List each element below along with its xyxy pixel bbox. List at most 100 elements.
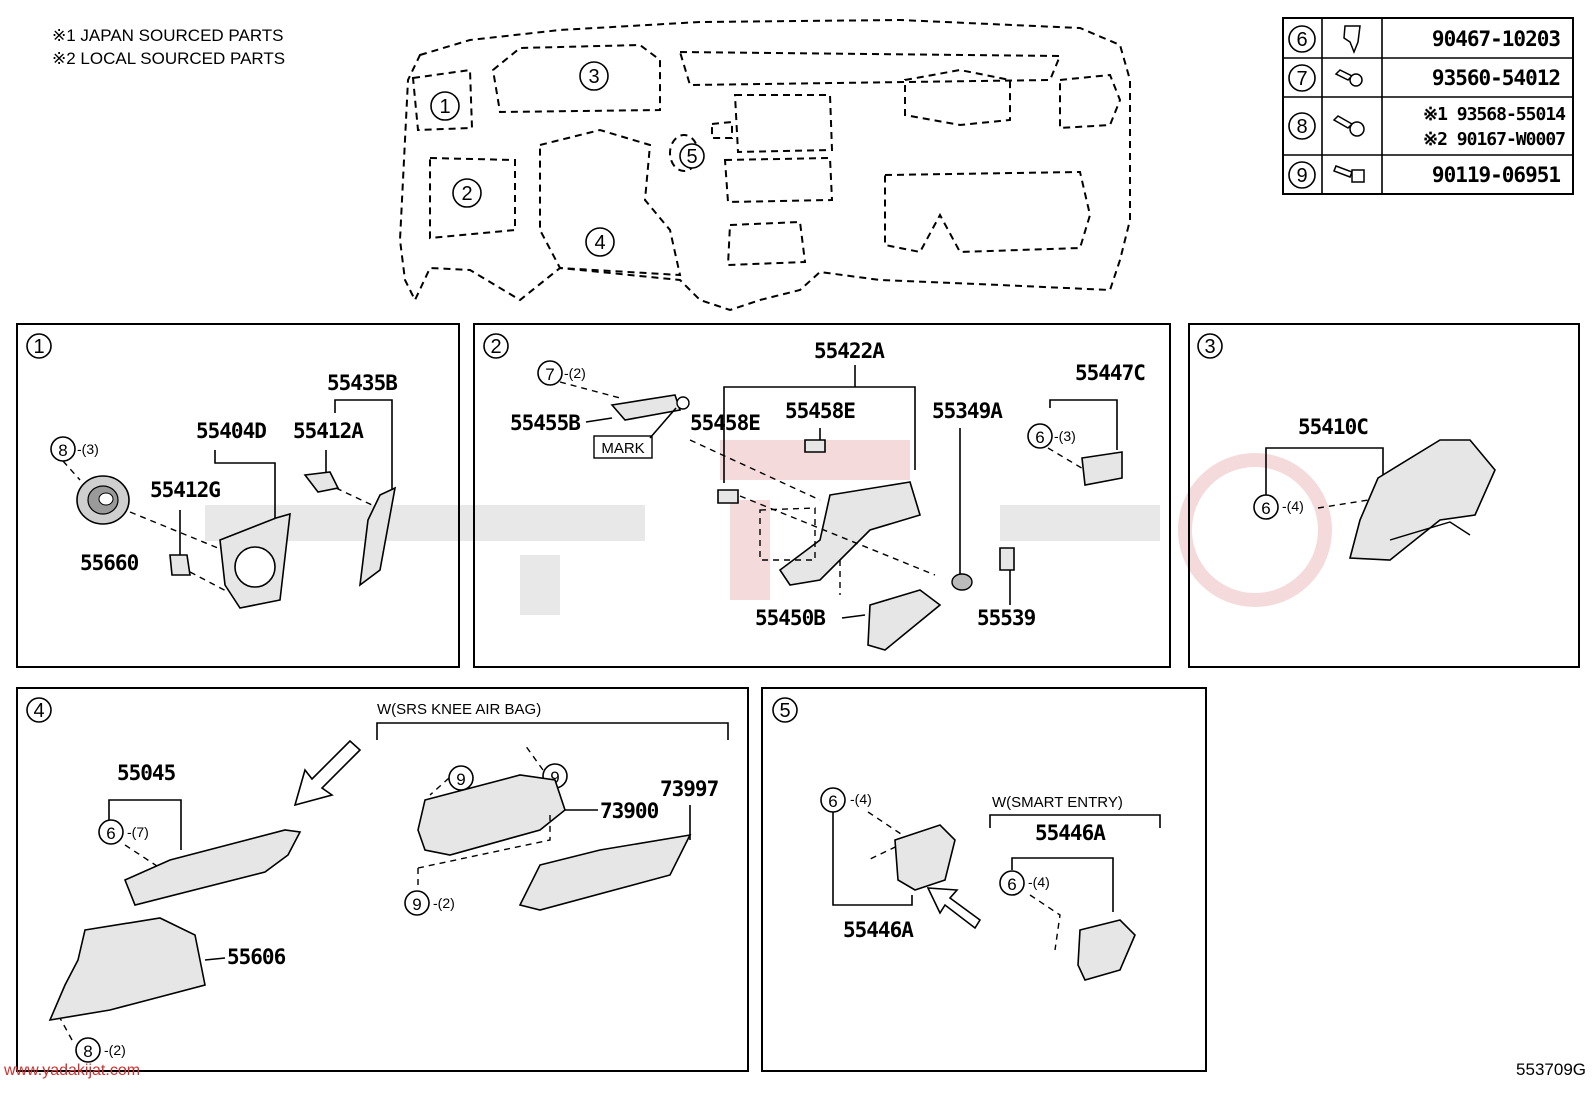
fastener-6-p2-qty: -(3) (1054, 428, 1076, 444)
fastener-8-qty: -(3) (77, 441, 99, 457)
overview-label-2: 2 (461, 183, 472, 205)
part-55435B-shape (358, 486, 397, 587)
fastener-7-qty: -(2) (564, 365, 586, 381)
legend-num-6: 6 (1296, 29, 1307, 51)
panel-3: 3 55410C 6 -(4) (1188, 323, 1580, 668)
fastener-7-num: 7 (545, 365, 554, 384)
part-73900-shape (417, 774, 566, 856)
panel-4-number: 4 (33, 700, 44, 722)
part-55539-shape (999, 547, 1015, 571)
mark-label: MARK (601, 440, 644, 457)
fastener-6-p4-num: 6 (106, 824, 115, 843)
legend-part-9: 90119-06951 (1432, 163, 1560, 187)
fastener-6-p5b-qty: -(4) (1028, 874, 1050, 890)
bolt-icon (1333, 165, 1365, 183)
legend-part-8a: ※1 93568-55014 (1423, 104, 1566, 125)
arrow-icon (926, 887, 982, 930)
panel-5-number: 5 (779, 700, 790, 722)
part-55660: 55660 (80, 551, 139, 575)
panel-5: 5 6 -(4) 55446A W(SMART ENTRY) 55446A 6 … (761, 687, 1207, 1072)
mark-label-box (593, 435, 653, 459)
part-73900: 73900 (600, 799, 659, 823)
legend-num-8: 8 (1296, 116, 1307, 138)
fastener-6-p5a: 6 -(4) (820, 787, 872, 813)
part-55422A: 55422A (814, 339, 885, 363)
screw-icon (1334, 69, 1363, 87)
site-url: www.yadakijat.com (4, 1062, 141, 1079)
overview-label-1: 1 (439, 96, 450, 118)
fastener-6-p3: 6 -(4) (1253, 494, 1304, 520)
panel-2: 2 7 -(2) 55455B MARK 55422A 55458E 55458… (473, 323, 1171, 668)
panel-2-number: 2 (490, 336, 501, 358)
fastener-9a-num: 9 (456, 770, 465, 789)
fastener-6-p5a-qty: -(4) (850, 791, 872, 807)
clip-icon (1343, 25, 1361, 55)
panel-1-number: 1 (33, 336, 44, 358)
part-55435B: 55435B (327, 371, 397, 395)
part-55045: 55045 (117, 761, 176, 785)
legend-num-9: 9 (1296, 165, 1307, 187)
fastener-6-p4-qty: -(7) (127, 824, 149, 840)
diagram-code: 553709G (1516, 1060, 1586, 1079)
fastener-9-a: 9 (448, 765, 474, 791)
part-55349A: 55349A (932, 399, 1003, 423)
part-55455B: 55455B (510, 411, 580, 435)
legend-part-8b: ※2 90167-W0007 (1423, 129, 1565, 150)
knee-airbag-caption: W(SRS KNEE AIR BAG) (377, 701, 541, 718)
part-55450B: 55450B (755, 606, 825, 630)
smart-entry-caption: W(SMART ENTRY) (992, 794, 1123, 811)
part-55446A-right-shape (1077, 919, 1136, 981)
part-55446A-right: 55446A (1035, 821, 1106, 845)
part-55412A: 55412A (293, 419, 364, 443)
fastener-6-p5b-num: 6 (1007, 875, 1016, 894)
watermark-logo (205, 440, 1332, 615)
fastener-9-c: 9 -(2) (404, 890, 455, 916)
legend-num-7: 7 (1296, 68, 1307, 90)
screw-icon (1332, 115, 1365, 137)
fastener-9b-num: 9 (550, 768, 559, 787)
part-55447C-shape (1081, 451, 1123, 486)
fastener-8-num: 8 (58, 441, 67, 460)
fastener-8-p4-qty: -(2) (104, 1042, 126, 1058)
fastener-9c-qty: -(2) (433, 895, 455, 911)
overview-labels: 1 2 3 4 5 (430, 61, 705, 257)
legend-part-6: 90467-10203 (1432, 27, 1560, 51)
fastener-6-p2-num: 6 (1035, 428, 1044, 447)
speaker-part (76, 475, 130, 525)
overview-dashboard (398, 18, 1131, 312)
fastener-6-p5a-num: 6 (828, 792, 837, 811)
note-japan: ※1 JAPAN SOURCED PARTS (52, 26, 284, 45)
panel-4: 4 W(SRS KNEE AIR BAG) 55045 6 -(7) 55606… (16, 687, 749, 1072)
part-55410C: 55410C (1298, 415, 1368, 439)
overview-label-5: 5 (686, 146, 697, 168)
part-55458E-right: 55458E (785, 399, 855, 423)
fastener-6-p3-num: 6 (1261, 499, 1270, 518)
fastener-8: 8 -(3) (50, 436, 99, 462)
part-55450B-shape (867, 589, 942, 651)
legend-part-7: 93560-54012 (1432, 66, 1560, 90)
panel-3-number: 3 (1204, 336, 1215, 358)
fastener-7: 7 -(2) (537, 360, 586, 386)
part-55045-shape (123, 829, 302, 906)
part-55606-shape (48, 917, 206, 1022)
part-55447C: 55447C (1075, 361, 1145, 385)
part-55606: 55606 (227, 945, 286, 969)
fastener-6-p4: 6 -(7) (98, 819, 149, 845)
part-55410C-shape (1348, 439, 1496, 561)
part-55412G: 55412G (150, 478, 220, 502)
part-55404D: 55404D (196, 419, 266, 443)
part-55412G-shape (169, 554, 191, 576)
fastener-6-p3-qty: -(4) (1282, 498, 1304, 514)
fastener-8-p4-num: 8 (83, 1042, 92, 1061)
part-55455B-shape (610, 394, 682, 421)
note-local: ※2 LOCAL SOURCED PARTS (52, 49, 285, 68)
fastener-6-p5b: 6 -(4) (999, 870, 1050, 896)
fastener-9c-num: 9 (412, 895, 421, 914)
fastener-6-p2: 6 -(3) (1027, 423, 1076, 449)
part-73997: 73997 (660, 777, 719, 801)
part-73997-shape (518, 833, 692, 911)
overview-label-4: 4 (594, 232, 605, 254)
part-55458E-left: 55458E (690, 411, 760, 435)
arrow-icon (293, 739, 362, 807)
